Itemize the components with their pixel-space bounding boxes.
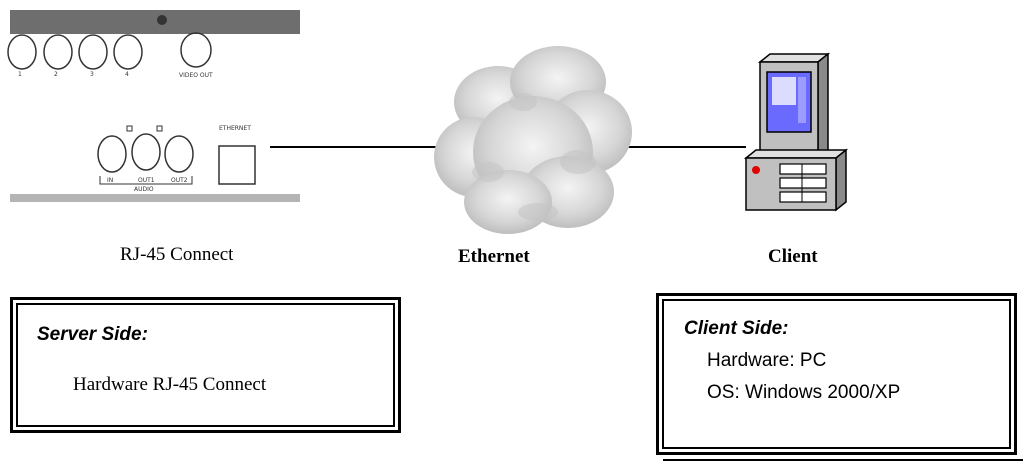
ethernet-port-label: ETHERNET: [219, 125, 251, 132]
panel-label-2: 2: [54, 71, 58, 78]
connection-line-left: [270, 146, 440, 148]
client-pc-icon: [740, 52, 852, 214]
device-caption: RJ-45 Connect: [120, 244, 234, 265]
server-side-box: Server Side: Hardware RJ-45 Connect: [10, 297, 407, 439]
dvr-rear-panel: 1 2 3 4 VIDEO OUT IN OUT1 OUT2 AUDIO ETH…: [0, 0, 300, 205]
audio-label-in: IN: [107, 177, 113, 184]
audio-connectors: [97, 133, 194, 173]
panel-label-1: 1: [18, 71, 22, 78]
connection-line-right: [622, 146, 746, 148]
rj45-port-icon: [218, 145, 256, 185]
panel-top-bar: [10, 10, 300, 34]
panel-label-video-out: VIDEO OUT: [179, 72, 213, 79]
audio-label-out2: OUT2: [171, 177, 188, 184]
server-hardware-text: Hardware RJ-45 Connect: [73, 374, 267, 395]
panel-bottom-bar: [10, 194, 300, 202]
client-side-title: Client Side:: [684, 318, 789, 339]
audio-group-label: AUDIO: [134, 186, 154, 193]
panel-label-3: 3: [90, 71, 94, 78]
client-side-box: Client Side: Hardware: PC OS: Windows 20…: [656, 293, 1023, 461]
server-side-title: Server Side:: [37, 324, 148, 345]
panel-screw-icon: [157, 15, 167, 25]
network-caption: Ethernet: [458, 246, 530, 267]
client-os-text: OS: Windows 2000/XP: [707, 382, 901, 403]
ethernet-cloud-icon: [428, 42, 640, 242]
client-hardware-text: Hardware: PC: [707, 350, 827, 371]
client-caption: Client: [768, 246, 818, 267]
video-connectors: [7, 32, 212, 70]
audio-label-out1: OUT1: [138, 177, 155, 184]
panel-label-4: 4: [125, 71, 129, 78]
